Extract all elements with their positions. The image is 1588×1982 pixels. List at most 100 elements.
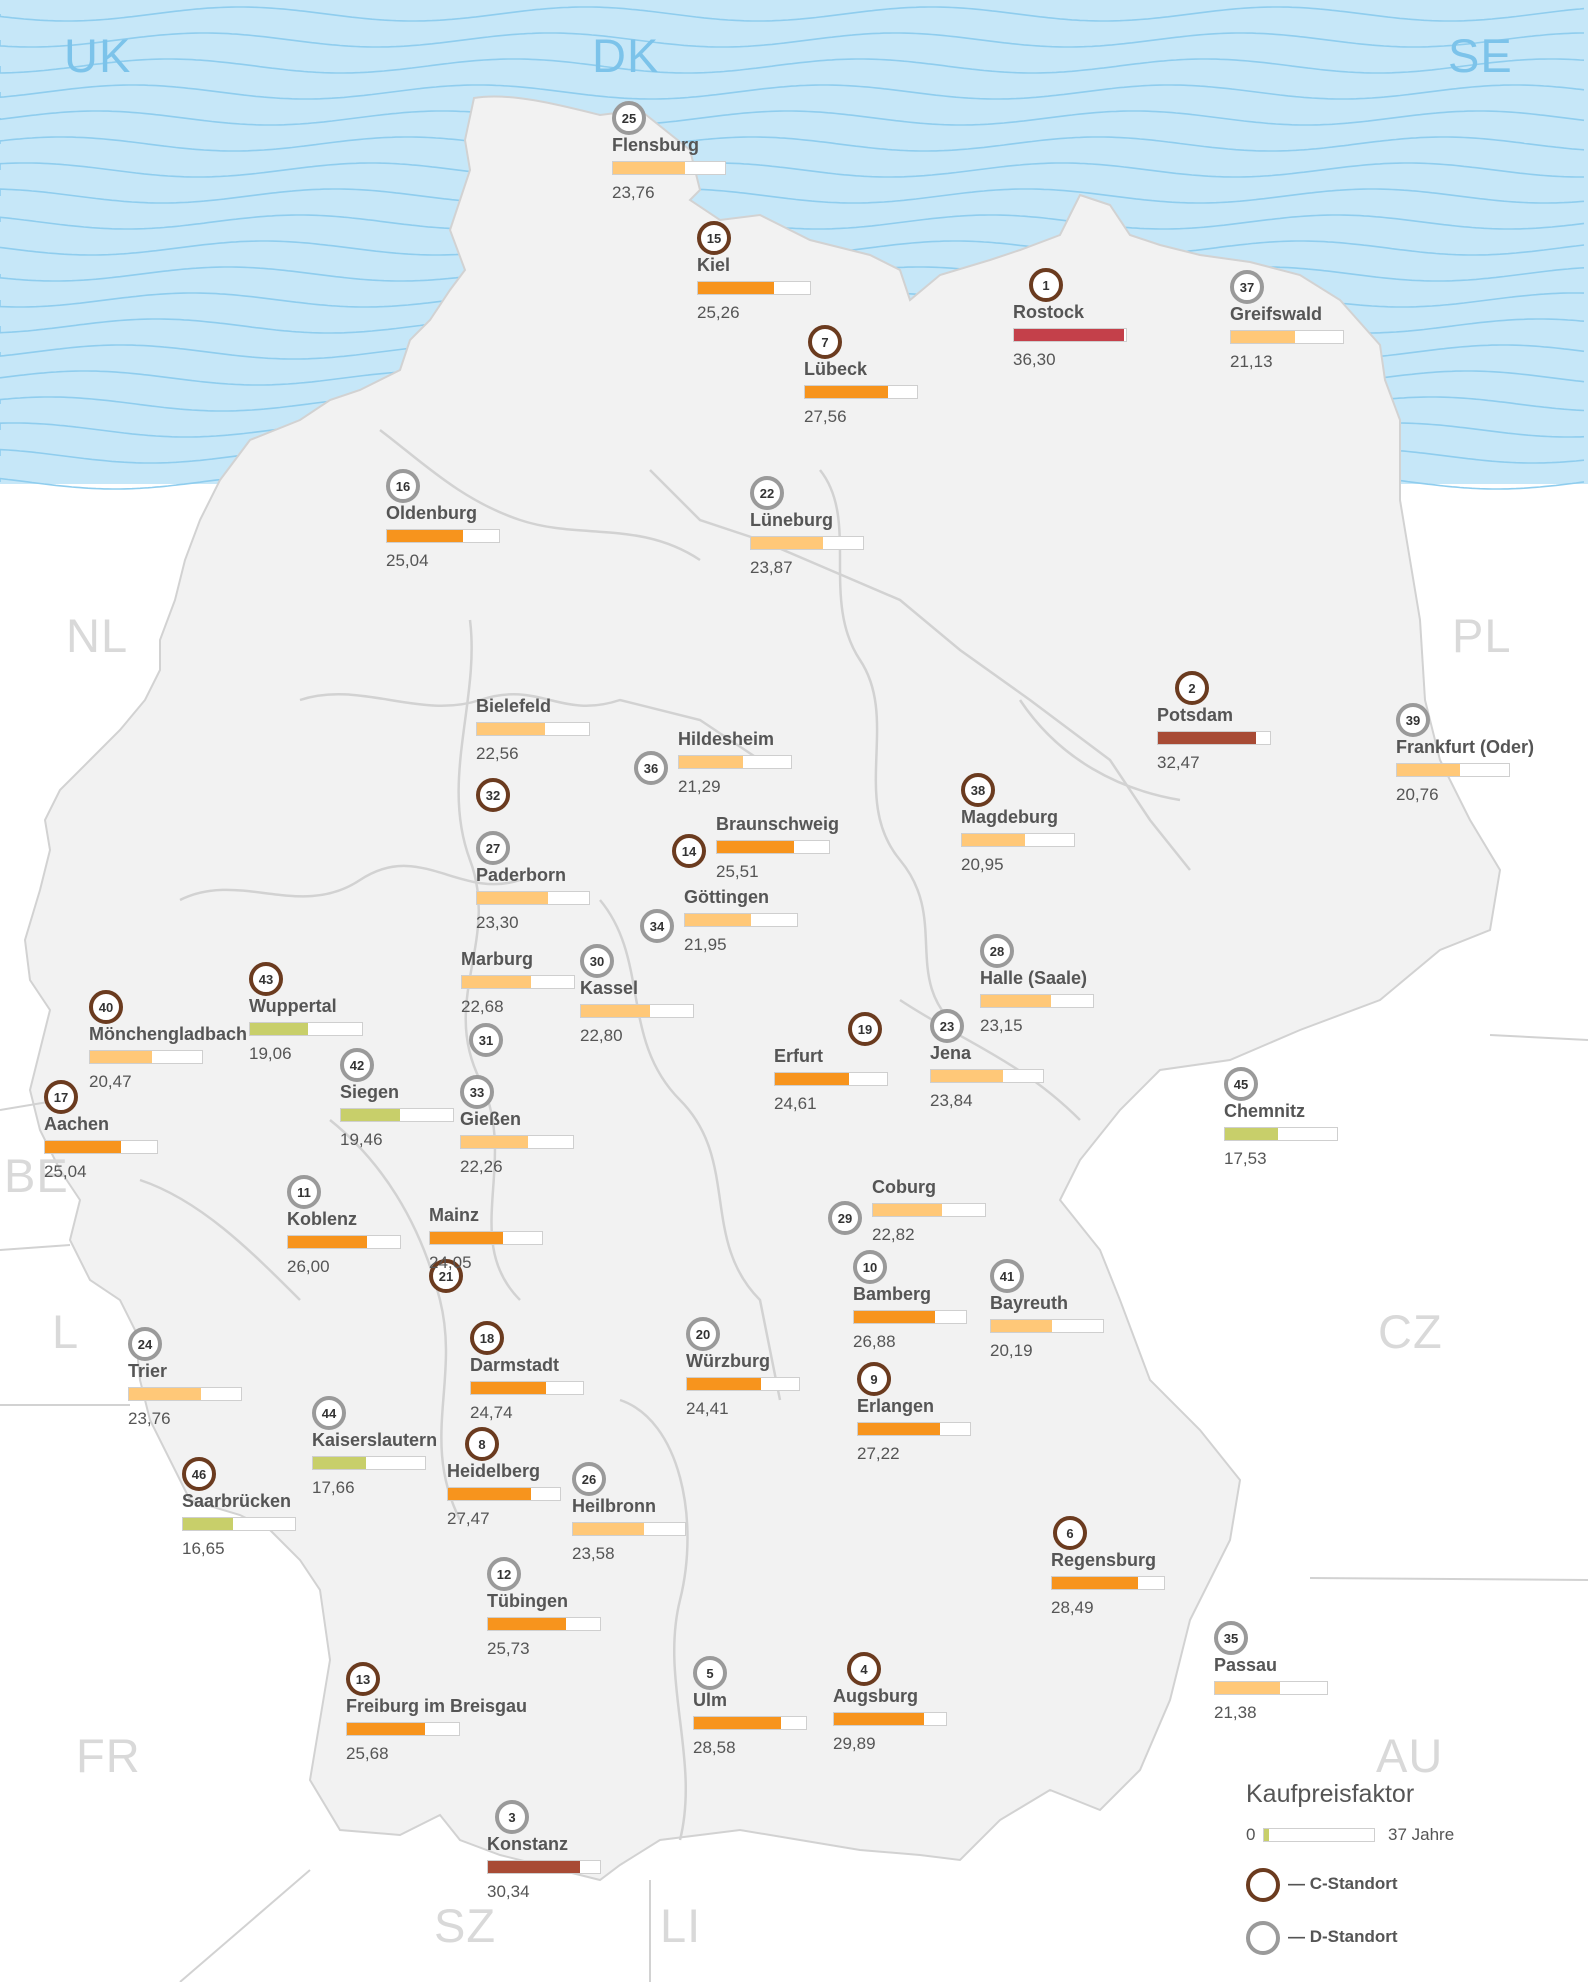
rank-badge: 17 [44, 1080, 78, 1114]
rank-badge: 23 [930, 1009, 964, 1043]
kaufpreisfaktor-bar-fill [613, 162, 685, 174]
c-standort-ring-icon [1246, 1868, 1280, 1902]
kaufpreisfaktor-value: 23,58 [572, 1544, 615, 1563]
rank-badge: 45 [1224, 1067, 1258, 1101]
kaufpreisfaktor-bar [476, 722, 590, 736]
kaufpreisfaktor-value: 27,47 [447, 1509, 490, 1528]
kaufpreisfaktor-value: 23,76 [612, 183, 655, 202]
country-label-li: LI [660, 1899, 702, 1952]
kaufpreisfaktor-bar [750, 536, 864, 550]
city-name: Saarbrücken [182, 1491, 292, 1511]
kaufpreisfaktor-bar-fill [1052, 1577, 1139, 1589]
kaufpreisfaktor-value: 21,38 [1214, 1703, 1257, 1722]
rank-badge: 5 [693, 1656, 727, 1690]
kaufpreisfaktor-bar [612, 161, 726, 175]
kaufpreisfaktor-bar [1051, 1576, 1165, 1590]
rank-badge: 29 [828, 1201, 862, 1235]
kaufpreisfaktor-value: 25,51 [716, 862, 759, 881]
kaufpreisfaktor-bar [716, 840, 830, 854]
kaufpreisfaktor-bar-fill [288, 1236, 367, 1248]
kaufpreisfaktor-value: 23,30 [476, 913, 519, 932]
kaufpreisfaktor-bar-fill [347, 1723, 425, 1735]
kaufpreisfaktor-bar-fill [679, 756, 744, 768]
kaufpreisfaktor-value: 21,13 [1230, 352, 1273, 371]
city-name: Jena [930, 1043, 972, 1063]
kaufpreisfaktor-value: 26,00 [287, 1257, 330, 1276]
kaufpreisfaktor-bar-fill [805, 386, 889, 398]
kaufpreisfaktor-bar-fill [1158, 732, 1257, 744]
rank-badge: 22 [750, 476, 784, 510]
kaufpreisfaktor-bar [487, 1860, 601, 1874]
rank-badge: 40 [89, 990, 123, 1024]
kaufpreisfaktor-bar-fill [430, 1232, 503, 1244]
kaufpreisfaktor-bar-fill [1231, 331, 1295, 343]
sea-wave-line [0, 84, 1585, 100]
city-name: Potsdam [1157, 705, 1234, 725]
city-name: Oldenburg [386, 503, 477, 523]
legend-title: Kaufpreisfaktor [1246, 1780, 1415, 1808]
city-name: Kiel [697, 255, 731, 275]
kaufpreisfaktor-value: 36,30 [1013, 350, 1056, 369]
rank-badge: 9 [857, 1362, 891, 1396]
kaufpreisfaktor-bar [1396, 763, 1510, 777]
city-name: Braunschweig [716, 814, 840, 834]
rank-badge: 38 [961, 773, 995, 807]
city-name: Bielefeld [476, 696, 552, 716]
kaufpreisfaktor-bar-fill [717, 841, 795, 853]
kaufpreisfaktor-bar-fill [1014, 329, 1124, 341]
kaufpreisfaktor-bar [476, 891, 590, 905]
kaufpreisfaktor-bar [128, 1387, 242, 1401]
kaufpreisfaktor-value: 32,47 [1157, 753, 1200, 772]
kaufpreisfaktor-value: 23,76 [128, 1409, 171, 1428]
city-name: Kaiserslautern [312, 1430, 438, 1450]
kaufpreisfaktor-value: 23,87 [750, 558, 793, 577]
